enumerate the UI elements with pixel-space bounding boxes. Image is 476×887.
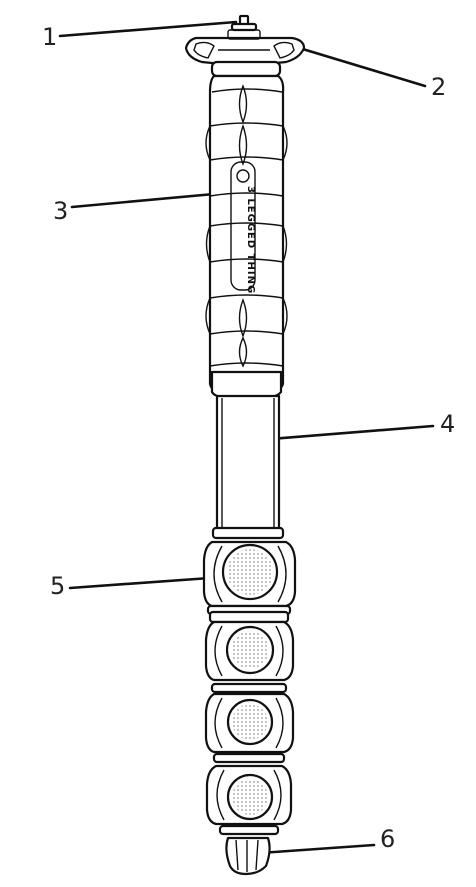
callout-number-6: 6 [380,825,395,853]
leader-line-1 [58,20,238,38]
callout-number-2: 2 [431,73,446,101]
leader-line-2 [294,45,427,88]
callout-number-3: 3 [53,197,68,225]
upper-leg-section [211,394,285,540]
leader-line-5 [68,576,212,590]
twist-lock-3 [204,692,295,764]
callout-number-4: 4 [440,410,455,438]
twist-lock-2 [204,610,295,694]
leader-line-3 [70,190,238,209]
callout-number-1: 1 [42,23,57,51]
leader-line-6 [258,843,376,855]
foam-grip: 3 LEGGED THING [205,60,288,399]
mounting-screw [230,14,258,32]
grip-logo-text: 3 LEGGED THING [245,186,256,294]
twist-lock-1 [202,540,297,616]
rubber-foot [225,836,271,876]
twist-lock-4 [205,764,293,836]
callout-number-5: 5 [50,572,65,600]
top-plate [184,29,306,65]
